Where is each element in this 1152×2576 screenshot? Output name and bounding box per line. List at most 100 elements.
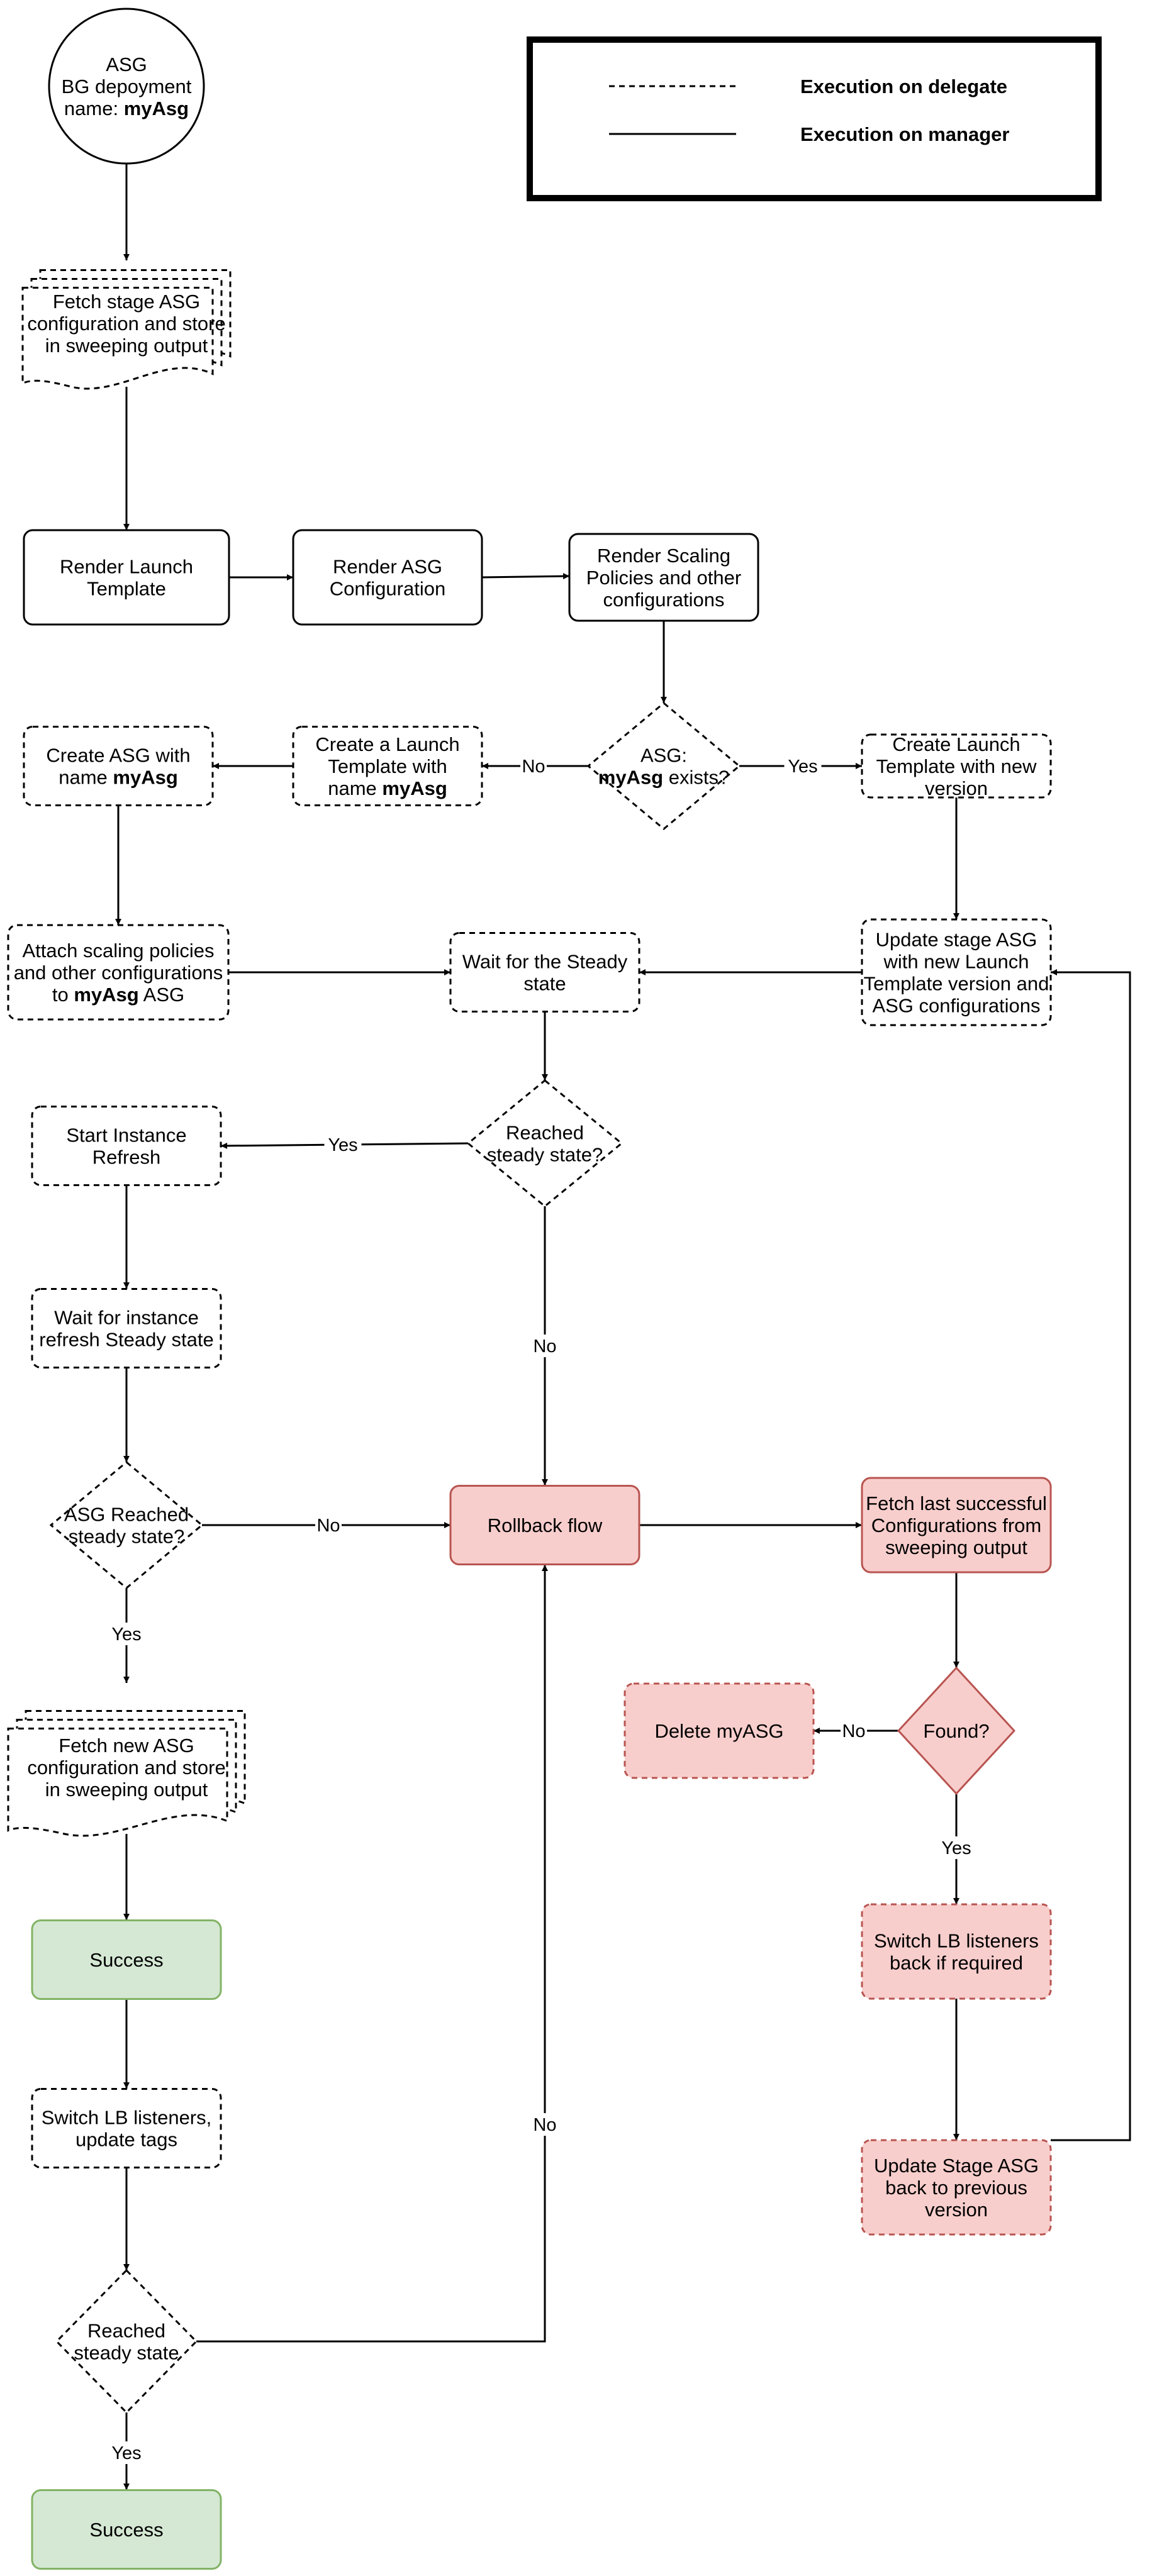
legend-box bbox=[527, 36, 1102, 201]
node-shape bbox=[23, 726, 214, 806]
node-shape bbox=[49, 1461, 204, 1589]
edge-label-bg bbox=[108, 2441, 145, 2464]
node-label: Delete myASG bbox=[654, 1720, 783, 1742]
legend: Execution on delegate Execution on manag… bbox=[527, 36, 1102, 201]
node-shape bbox=[21, 287, 214, 390]
edge-label-bg bbox=[315, 1514, 342, 1536]
edge-label: Yes bbox=[941, 1838, 971, 1858]
node-shape bbox=[449, 1485, 640, 1565]
edge-label: Yes bbox=[788, 757, 817, 777]
edge-update-prev-to-update-stage bbox=[1051, 969, 1131, 2141]
node-shape bbox=[31, 1919, 222, 2000]
edge-label: No bbox=[842, 1721, 865, 1741]
node-label: ASG:myAsg exists? bbox=[598, 745, 729, 789]
edge-label-bg bbox=[532, 2113, 558, 2136]
edge-label-bg bbox=[324, 1133, 362, 1156]
node-shape bbox=[292, 726, 483, 806]
node-shape bbox=[624, 1682, 815, 1779]
node-asg-exists: ASG:myAsg exists? bbox=[586, 702, 741, 830]
edge-label: Yes bbox=[328, 1135, 357, 1155]
edge-label: Yes bbox=[111, 1624, 141, 1645]
node-shape bbox=[449, 932, 640, 1013]
node-shape bbox=[7, 924, 230, 1021]
edge-label-bg bbox=[532, 1335, 558, 1357]
node-found: Found? bbox=[897, 1667, 1015, 1795]
node-shape bbox=[31, 2088, 222, 2168]
node-shape bbox=[48, 8, 205, 165]
edge-label-bg bbox=[841, 1719, 867, 1742]
edge-label-bg bbox=[520, 755, 547, 777]
legend-dashed-label: Execution on delegate bbox=[800, 75, 1007, 97]
node-shape bbox=[55, 2268, 198, 2414]
node-shape bbox=[568, 533, 759, 622]
edge-label: No bbox=[522, 757, 545, 777]
node-label: Success bbox=[89, 2519, 163, 2541]
node-label: Switch LB listeners,update tags bbox=[42, 2107, 212, 2151]
legend-solid-label: Execution on manager bbox=[800, 123, 1009, 145]
node-shape bbox=[861, 1477, 1052, 1574]
edge-label: No bbox=[316, 1516, 340, 1536]
node-shape bbox=[861, 1903, 1052, 2000]
node-shape bbox=[861, 733, 1052, 799]
edge-reached-2-to-rollback bbox=[196, 1565, 548, 2343]
node-shape bbox=[861, 2139, 1052, 2236]
edge-label: No bbox=[533, 2115, 556, 2135]
edge-label: Yes bbox=[111, 2443, 141, 2463]
node-label: Rollback flow bbox=[488, 1514, 603, 1536]
node-shape bbox=[292, 529, 483, 626]
edge-render-asg-to-render-sp bbox=[481, 573, 570, 580]
node-label: Found? bbox=[923, 1720, 989, 1742]
node-shape bbox=[23, 529, 230, 626]
node-shape bbox=[861, 918, 1052, 1026]
node-success-2: Success bbox=[31, 2489, 222, 2570]
edge-label-bg bbox=[108, 1623, 145, 1645]
edge-label-bg bbox=[937, 1836, 975, 1859]
node-shape bbox=[586, 702, 741, 830]
node-delete: Delete myASG bbox=[624, 1682, 815, 1779]
node-shape bbox=[31, 1106, 222, 1186]
node-shape bbox=[7, 1728, 228, 1837]
node-shape bbox=[31, 1288, 222, 1368]
node-shape bbox=[31, 2489, 222, 2570]
node-success-1: Success bbox=[31, 1919, 222, 2000]
